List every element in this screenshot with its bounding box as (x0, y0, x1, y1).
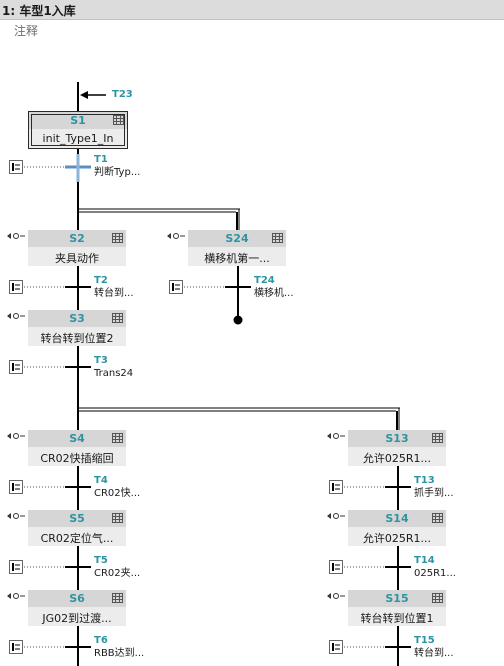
step-s4[interactable]: S4 CR02快插缩回 (28, 430, 126, 466)
step-number: S1 (70, 114, 86, 127)
transition-t13-number[interactable]: T13 (414, 475, 435, 486)
transition-t4-name: CR02快... (94, 488, 141, 499)
transition-t5-number[interactable]: T5 (94, 555, 108, 566)
step-number: S5 (69, 512, 85, 525)
step-name: 转台转到位置2 (40, 332, 114, 345)
transition-t13-name: 抓手到... (414, 488, 454, 499)
step-number: S3 (69, 312, 85, 325)
step-s6[interactable]: S6 JG02到过渡... (28, 590, 126, 626)
step-name: 横移机第一... (204, 252, 270, 265)
transition-connector-icon[interactable] (9, 360, 23, 374)
action-grid-icon[interactable] (432, 513, 443, 523)
transition-t2-number[interactable]: T2 (94, 275, 108, 286)
step-s5[interactable]: S5 CR02定位气... (28, 510, 126, 546)
step-name: init_Type1_In (42, 132, 114, 145)
step-number: S14 (385, 512, 409, 525)
action-grid-icon[interactable] (112, 513, 123, 523)
step-name: CR02定位气... (40, 532, 114, 545)
jump-in-label[interactable]: T23 (112, 89, 133, 100)
action-grid-icon[interactable] (432, 593, 443, 603)
action-connector-icon[interactable] (326, 592, 346, 602)
transition-t14-number[interactable]: T14 (414, 555, 435, 566)
transition-connector-icon[interactable] (329, 560, 343, 574)
step-s2[interactable]: S2 夹具动作 (28, 230, 126, 266)
sequence-header: 1: 车型1入库 (0, 0, 504, 20)
transition-t24-number[interactable]: T24 (254, 275, 275, 286)
transition-connector-icon[interactable] (9, 280, 23, 294)
step-name: 允许025R1... (362, 452, 432, 465)
transition-t6-number[interactable]: T6 (94, 635, 108, 646)
step-s24[interactable]: S24 横移机第一... (188, 230, 286, 266)
action-grid-icon[interactable] (272, 233, 283, 243)
transition-connector-icon[interactable] (169, 280, 183, 294)
transition-t2-name: 转台到... (94, 288, 134, 299)
step-name: CR02快插缩回 (40, 452, 114, 465)
transition-t3-name: Trans24 (94, 368, 134, 379)
step-number: S2 (69, 232, 85, 245)
transition-t1-number[interactable]: T1 (94, 154, 108, 165)
step-name: JG02到过渡... (42, 612, 112, 625)
transition-connector-icon[interactable] (329, 480, 343, 494)
transition-t24-name: 横移机... (254, 288, 294, 299)
action-grid-icon[interactable] (432, 433, 443, 443)
transition-connector-icon[interactable] (9, 480, 23, 494)
transition-connector-icon[interactable] (329, 640, 343, 654)
action-connector-icon[interactable] (326, 432, 346, 442)
step-number: S13 (385, 432, 409, 445)
transition-t6-name: RBB达到... (94, 648, 145, 659)
step-number: S4 (69, 432, 85, 445)
action-connector-icon[interactable] (6, 432, 26, 442)
step-s14[interactable]: S14 允许025R1... (348, 510, 446, 546)
step-s15[interactable]: S15 转台转到位置1 (348, 590, 446, 626)
transition-connector-icon[interactable] (9, 640, 23, 654)
action-grid-icon[interactable] (112, 593, 123, 603)
step-name: 转台转到位置1 (360, 612, 434, 625)
transition-t1-name: 判断Typ... (94, 167, 141, 178)
action-grid-icon[interactable] (113, 115, 124, 125)
transition-t14-name: 025R1... (414, 568, 456, 579)
action-grid-icon[interactable] (112, 313, 123, 323)
sequence-comment[interactable]: 注释 (14, 24, 39, 38)
step-name: 夹具动作 (55, 252, 99, 265)
step-s1[interactable]: S1 init_Type1_In (28, 111, 128, 149)
action-grid-icon[interactable] (112, 233, 123, 243)
transition-connector-icon[interactable] (9, 560, 23, 574)
transition-t15-number[interactable]: T15 (414, 635, 435, 646)
action-connector-icon[interactable] (6, 512, 26, 522)
action-connector-icon[interactable] (326, 512, 346, 522)
step-number: S15 (385, 592, 409, 605)
transition-t15-name: 转台到... (414, 648, 454, 659)
action-connector-icon[interactable] (6, 232, 26, 242)
sequence-title: 1: 车型1入库 (2, 4, 76, 18)
transition-t4-number[interactable]: T4 (94, 475, 108, 486)
step-name: 允许025R1... (362, 532, 432, 545)
action-connector-icon[interactable] (6, 592, 26, 602)
transition-connector-icon[interactable] (9, 160, 23, 174)
action-connector-icon[interactable] (166, 232, 186, 242)
step-s3[interactable]: S3 转台转到位置2 (28, 310, 126, 346)
step-number: S24 (225, 232, 249, 245)
step-s13[interactable]: S13 允许025R1... (348, 430, 446, 466)
action-grid-icon[interactable] (112, 433, 123, 443)
action-connector-icon[interactable] (6, 312, 26, 322)
transition-t5-name: CR02夹... (94, 568, 141, 579)
step-number: S6 (69, 592, 85, 605)
transition-t3-number[interactable]: T3 (94, 355, 108, 366)
